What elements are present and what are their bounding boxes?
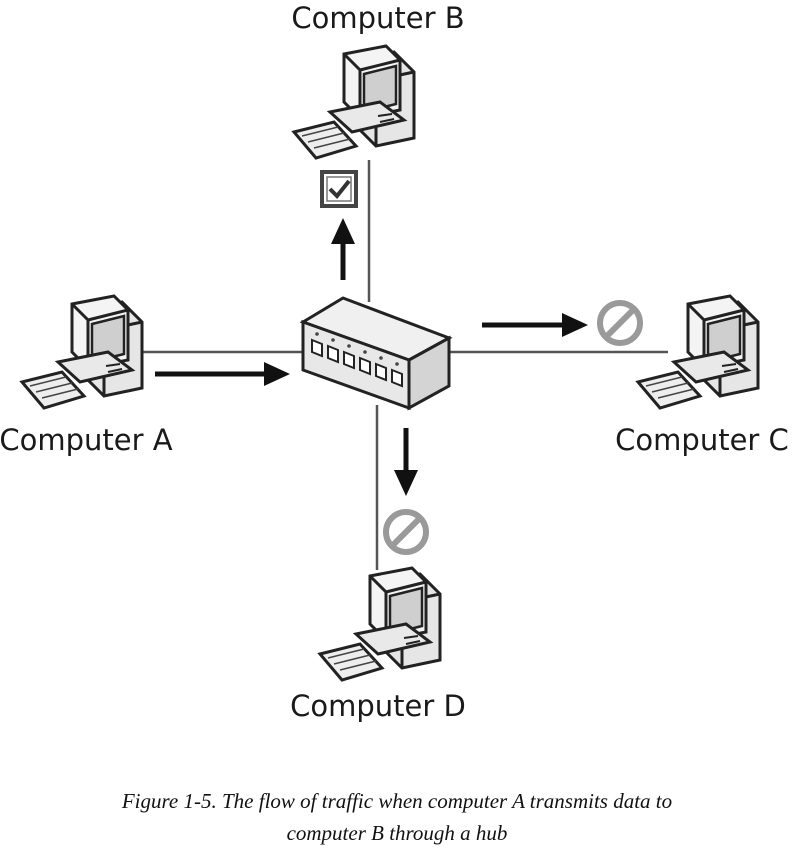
label-computer-d: Computer D [290, 689, 466, 723]
figure-caption-line-2: computer B through a hub [286, 821, 508, 845]
arrow-hub-to-b [331, 218, 355, 280]
block-icon-d [386, 512, 426, 552]
accept-check-icon [320, 170, 358, 208]
label-computer-a: Computer A [0, 423, 173, 457]
label-computer-b: Computer B [291, 1, 464, 35]
arrow-a-to-hub [155, 362, 290, 386]
block-icon-c [600, 303, 640, 343]
hub-device [299, 296, 453, 411]
arrow-hub-to-d [394, 428, 418, 496]
connection-lines [138, 160, 668, 570]
figure-caption-line-1: Figure 1-5. The flow of traffic when com… [121, 789, 673, 813]
hub-ports [311, 338, 403, 388]
arrow-hub-to-c [482, 313, 588, 337]
computer-d-icon [318, 566, 442, 682]
computer-a-icon [20, 294, 144, 410]
label-computer-c: Computer C [615, 423, 789, 457]
network-diagram: Computer B Computer A Computer C Compute… [0, 1, 789, 723]
computer-b-icon [292, 44, 416, 160]
